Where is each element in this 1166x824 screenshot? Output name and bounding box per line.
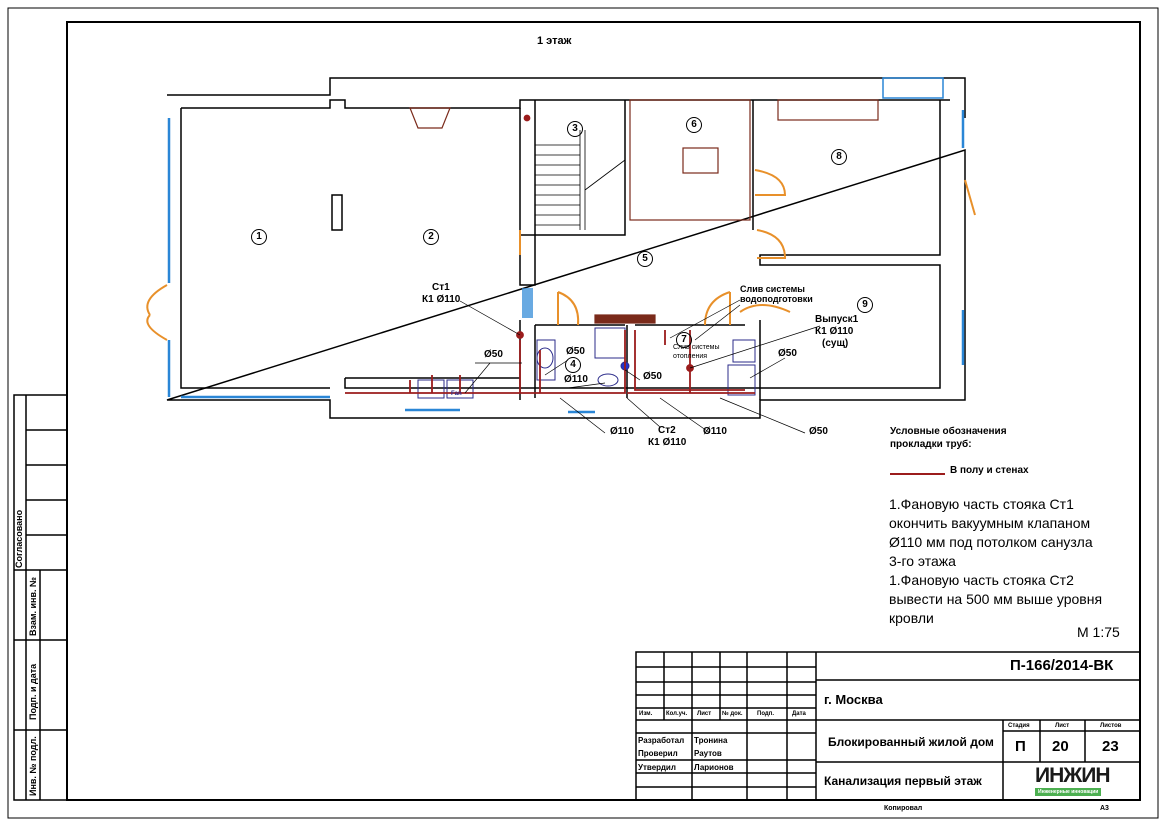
sewer-pipes: [345, 114, 755, 394]
pipe-diameter-label: Ø110: [610, 426, 634, 437]
pipe-diameter-label: Ø50: [484, 349, 503, 360]
sheets-label: Листов: [1100, 723, 1122, 729]
drain-water-treatment-label-2: водоподготовки: [740, 294, 813, 304]
furniture: [409, 99, 879, 324]
room-number: 3: [567, 121, 583, 137]
format-label: А3: [1100, 805, 1109, 812]
riser-st2-spec: К1 Ø110: [648, 437, 687, 448]
room-number: 5: [637, 251, 653, 267]
room-number: 7: [676, 332, 692, 348]
room-number: 4: [565, 357, 581, 373]
outlet1-note: (сущ): [822, 338, 849, 349]
drawing-frame: [66, 21, 1141, 801]
pipe-diameter-label: Ø50: [778, 348, 797, 359]
note-line: 1.Фановую часть стояка Ст2: [889, 572, 1074, 588]
legend-title-2: прокладки труб:: [890, 439, 972, 450]
tb-role: Утвердил: [638, 763, 676, 772]
room-number: 2: [423, 229, 439, 245]
side-stamp-label: Подп. и дата: [28, 663, 38, 720]
drain-heating-label: Слив системы: [673, 344, 720, 351]
side-stamp-label: Инв. № подл.: [28, 736, 38, 796]
sheet-label: Лист: [1055, 723, 1070, 729]
tb-header: № док.: [722, 711, 743, 717]
drain-heating-label-2: отопления: [673, 353, 708, 360]
sheet-title: Канализация первый этаж: [824, 774, 982, 788]
pipe-diameter-label: Ø50: [809, 426, 828, 437]
tb-header: Подп.: [757, 711, 774, 717]
pipe-diameter-label: Ø110: [564, 374, 588, 385]
room-number: 9: [857, 297, 873, 313]
city: г. Москва: [824, 692, 883, 707]
title-block-grid: [635, 651, 1141, 801]
tb-name: Тронина: [694, 736, 728, 745]
document-code: П-166/2014-ВК: [1010, 657, 1114, 674]
tb-header: Изм.: [639, 711, 653, 717]
riser-st2-label: Ст2: [658, 425, 676, 436]
tb-header: Кол.уч.: [666, 711, 688, 717]
tb-name: Ларионов: [694, 763, 734, 772]
legend-item-label: В полу и стенах: [950, 465, 1029, 476]
side-stamp-grid: [13, 394, 68, 801]
sheet-border: [7, 7, 1159, 819]
room-number: 6: [686, 117, 702, 133]
drain-water-treatment-label: Слив системы: [740, 284, 805, 294]
scale-label: М 1:75: [1077, 624, 1120, 640]
tb-header: Лист: [697, 711, 712, 717]
outlet1-label: Выпуск1: [815, 314, 859, 325]
plumbing-fixtures: [417, 327, 756, 399]
leader-lines: [459, 299, 821, 434]
sheets-value: 23: [1102, 738, 1119, 755]
drawing-title: 1 этаж: [537, 35, 572, 47]
riser-st1-spec: К1 Ø110: [422, 294, 461, 305]
stage-value: П: [1015, 738, 1026, 755]
pipe-diameter-label: Ø110: [703, 426, 727, 437]
company-logo: ИНЖИН Инженерные инновации: [1033, 764, 1123, 798]
tb-name: Раутов: [694, 749, 722, 758]
hatched-shaft: [522, 288, 533, 318]
note-line: 1.Фановую часть стояка Ст1: [889, 496, 1074, 512]
stage-label: Стадия: [1008, 723, 1030, 729]
copied-label: Копировал: [884, 805, 923, 812]
windows: [167, 77, 965, 414]
tb-role: Разработал: [638, 736, 685, 745]
tb-header: Дата: [792, 711, 806, 717]
room-number: 8: [831, 149, 847, 165]
note-line: Ø110 мм под потолком санузла: [889, 534, 1093, 550]
legend-title: Условные обозначения: [890, 426, 1007, 437]
sheet-value: 20: [1052, 738, 1069, 755]
note-line: вывести на 500 мм выше уровня: [889, 591, 1103, 607]
logo-subtitle: Инженерные инновации: [1035, 788, 1102, 796]
note-line: кровли: [889, 610, 934, 626]
project-name: Блокированный жилой дом: [828, 735, 994, 749]
riser-st1-label: Ст1: [432, 282, 450, 293]
walls: [166, 77, 966, 419]
fan-label: Fan: [451, 391, 462, 397]
tb-role: Проверил: [638, 749, 678, 758]
doors: [146, 169, 976, 341]
room-number: 1: [251, 229, 267, 245]
note-line: окончить вакуумным клапаном: [889, 515, 1091, 531]
outlet1-spec: К1 Ø110: [815, 326, 854, 337]
logo-text: ИНЖИН: [1035, 764, 1110, 787]
note-line: 3-го этажа: [889, 553, 956, 569]
pipe-diameter-label: Ø50: [643, 371, 662, 382]
staircase: [535, 130, 626, 230]
side-stamp-label: Взам. инв. №: [28, 576, 38, 636]
side-stamp-label: Согласовано: [14, 509, 24, 568]
pipe-diameter-label: Ø50: [566, 346, 585, 357]
